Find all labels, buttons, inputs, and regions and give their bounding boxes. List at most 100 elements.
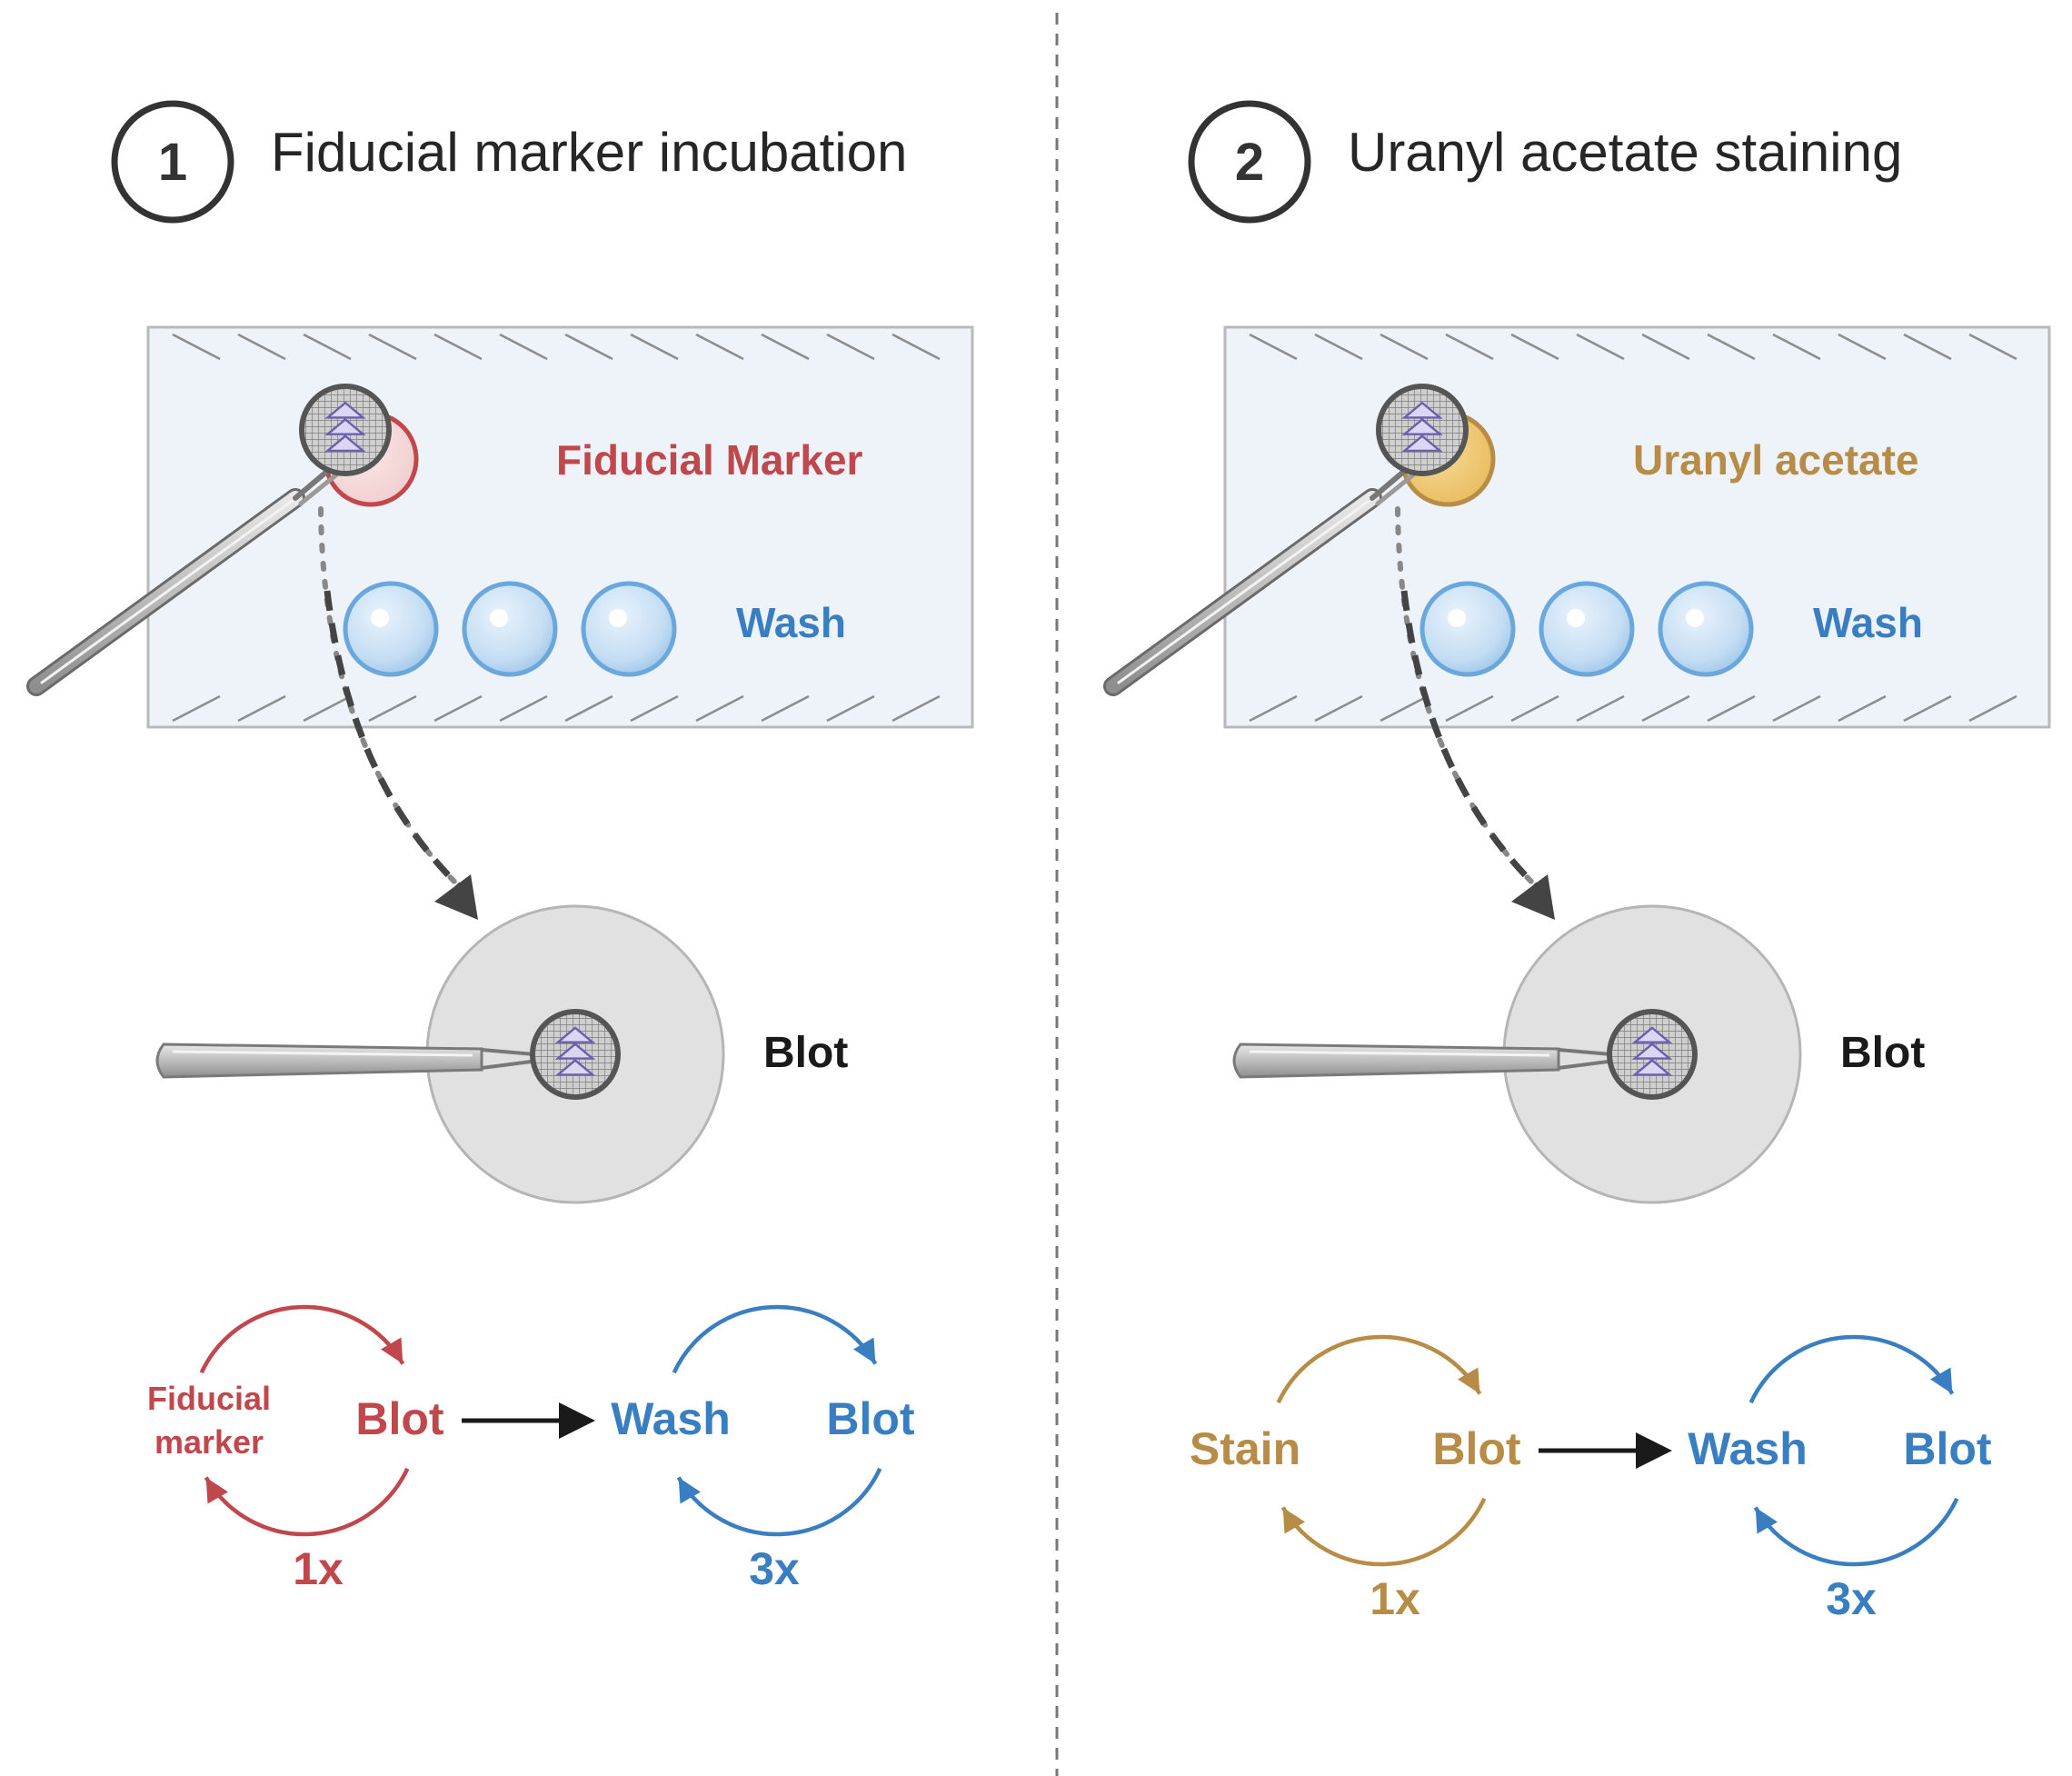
em-grid xyxy=(299,384,392,476)
slide-surface xyxy=(1223,325,2051,729)
wash-label: Wash xyxy=(736,599,846,646)
tweezer-body xyxy=(155,1043,483,1079)
hatch-bottom xyxy=(368,694,417,723)
transfer-arrowhead xyxy=(434,874,478,920)
hatch-bottom xyxy=(761,694,810,723)
tweezer-highlight xyxy=(40,493,303,684)
transfer-path-light xyxy=(318,506,462,889)
hatch-bottom xyxy=(695,694,744,723)
hatch-top xyxy=(1314,333,1363,361)
wash-drop-body xyxy=(1658,581,1754,677)
section-icon xyxy=(554,1026,596,1043)
cycle-1-blot: Blot xyxy=(1432,1423,1521,1474)
hatch-top xyxy=(1903,333,1952,361)
cycle-arc-bottom xyxy=(1753,1497,1959,1567)
cycle-arrowhead-bottom xyxy=(1755,1507,1778,1534)
step-number: 2 xyxy=(1235,133,1264,192)
cycle-2-count: 3x xyxy=(749,1543,800,1594)
section-icon xyxy=(324,434,366,453)
cycle-1 xyxy=(199,1304,410,1537)
cycle-arc-bottom xyxy=(676,1467,882,1537)
cycle-2-count: 3x xyxy=(1826,1573,1877,1624)
hatch-bottom xyxy=(1380,694,1429,723)
hatch-bottom xyxy=(892,694,941,723)
wash-drop-body xyxy=(581,581,677,677)
wash-drop-highlight xyxy=(371,609,389,627)
cycle-1-reagent-line-2: marker xyxy=(154,1423,264,1461)
cycle-arrowhead-top xyxy=(1930,1367,1953,1394)
cycle-2-wash: Wash xyxy=(611,1393,731,1444)
wash-drop xyxy=(462,581,558,677)
hatch-top xyxy=(172,333,221,361)
hatch-top xyxy=(433,333,483,361)
transfer-path xyxy=(324,590,462,889)
cycle-arc-top xyxy=(1748,1334,1955,1404)
cycle-arrowhead-bottom xyxy=(1282,1507,1305,1534)
hatch-top xyxy=(695,333,744,361)
hatch-bottom xyxy=(1510,694,1559,723)
wash-drop-highlight xyxy=(609,609,627,627)
hatch-top xyxy=(1707,333,1756,361)
cycle-arc-top xyxy=(1276,1334,1482,1404)
wash-drop-body xyxy=(1539,581,1635,677)
hatch-top xyxy=(564,333,613,361)
hatch-bottom xyxy=(1445,694,1494,723)
parafilm-slide xyxy=(146,325,974,729)
cycle-arrowhead-top xyxy=(381,1337,403,1364)
section-icon xyxy=(1401,434,1443,453)
hatch-top xyxy=(761,333,810,361)
reagent-label: Uranyl acetate xyxy=(1633,436,1919,484)
step-arrowhead xyxy=(559,1402,595,1439)
cycle-arrowhead-bottom xyxy=(678,1477,701,1504)
transfer-arrowhead xyxy=(1511,874,1555,920)
wash-drop xyxy=(581,581,677,677)
hatch-top xyxy=(1772,333,1821,361)
cycle-arrowhead-bottom xyxy=(205,1477,228,1504)
hatch-bottom xyxy=(1772,694,1821,723)
hatch-top xyxy=(1968,333,2017,361)
hatch-top xyxy=(1249,333,1298,361)
em-grid-blot xyxy=(530,1009,621,1100)
section-icon xyxy=(324,417,366,435)
cycle-arrowhead-top xyxy=(853,1337,876,1364)
tweezer-highlight xyxy=(1249,1050,1550,1057)
section-icon xyxy=(554,1043,596,1060)
hatch-bottom xyxy=(1641,694,1690,723)
cycle-1-blot: Blot xyxy=(355,1393,444,1444)
hatch-bottom xyxy=(499,694,548,723)
cycle-arc-top xyxy=(199,1304,405,1374)
cycle-1-reagent-line-1: Fiducial xyxy=(147,1380,271,1417)
hatch-top xyxy=(1380,333,1429,361)
tweezer-icon xyxy=(155,1043,546,1079)
wash-drop-body xyxy=(1420,581,1516,677)
cycle-2 xyxy=(672,1304,882,1537)
tweezer-icon xyxy=(1232,1043,1623,1079)
section-icon xyxy=(1631,1059,1673,1076)
cycle-1-count: 1x xyxy=(293,1543,344,1594)
wash-drop-highlight xyxy=(1448,609,1466,627)
wash-drop xyxy=(1658,581,1754,677)
section-icon xyxy=(1401,417,1443,435)
hatch-top xyxy=(237,333,286,361)
panel-title: Fiducial marker incubation xyxy=(271,122,907,183)
section-icon xyxy=(554,1059,596,1076)
tweezer-highlight xyxy=(1117,493,1380,684)
hatch-bottom xyxy=(630,694,679,723)
tweezer-highlight xyxy=(172,1050,473,1057)
hatch-bottom xyxy=(1838,694,1887,723)
hatch-bottom xyxy=(826,694,875,723)
hatch-top xyxy=(1641,333,1690,361)
hatch-top xyxy=(892,333,941,361)
cycle-2 xyxy=(1748,1334,1959,1567)
hatch-top xyxy=(303,333,352,361)
em-grid xyxy=(1376,384,1469,476)
cycle-1-reagent: Stain xyxy=(1190,1423,1300,1474)
section-icon xyxy=(324,401,366,419)
hatch-top xyxy=(826,333,875,361)
wash-drop xyxy=(1539,581,1635,677)
hatch-top xyxy=(1576,333,1625,361)
hatch-bottom xyxy=(303,694,352,723)
